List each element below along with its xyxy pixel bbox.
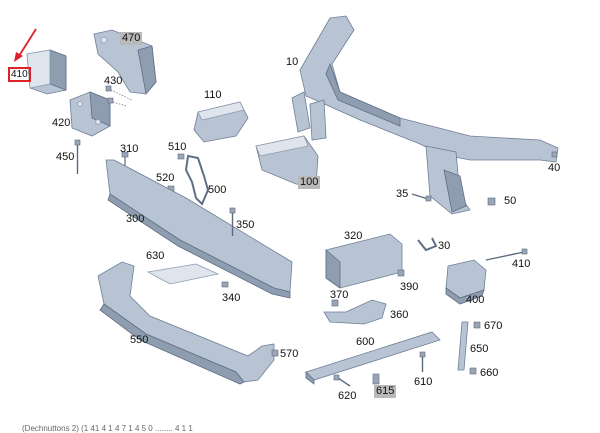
part-650-strap xyxy=(457,321,469,371)
callout-410: 410 xyxy=(8,67,31,82)
part-670-bolt xyxy=(473,321,481,329)
part-50-bolt xyxy=(487,197,496,206)
part-360-trim xyxy=(323,299,387,325)
callout-35: 35 xyxy=(396,188,409,200)
callout-500: 500 xyxy=(208,184,227,196)
part-420-bracket xyxy=(69,91,111,137)
part-570-bolt xyxy=(271,349,279,357)
part-410-guide xyxy=(26,49,67,95)
part-510-clip xyxy=(177,153,185,160)
part-610-bolt xyxy=(419,351,426,372)
callout-430: 430 xyxy=(104,75,123,87)
callout-550: 550 xyxy=(130,334,149,346)
callout-600: 600 xyxy=(356,336,375,348)
callout-615: 615 xyxy=(374,385,397,398)
part-500-wire-bracket xyxy=(184,154,210,206)
callout-40: 40 xyxy=(548,162,561,174)
footer-caption: (Dechnuttons 2) (1 41 4 1 4 7 1 4 5 0 ..… xyxy=(22,424,193,433)
part-600-lower-rail xyxy=(305,331,441,385)
callout-390: 390 xyxy=(400,281,419,293)
part-630-foam-strip xyxy=(146,263,220,285)
callout-300: 300 xyxy=(126,213,145,225)
callout-320: 320 xyxy=(344,230,363,242)
callout-450: 450 xyxy=(56,151,75,163)
part-615-clip xyxy=(372,373,380,385)
part-10-front-carrier xyxy=(291,15,559,215)
callout-650: 650 xyxy=(470,343,489,355)
part-550-lower-crossmember xyxy=(97,261,275,385)
callout-370: 370 xyxy=(330,289,349,301)
callout-630: 630 xyxy=(146,250,165,262)
part-390-bolt xyxy=(397,269,405,277)
part-40-bolt xyxy=(551,151,558,158)
callout-660: 660 xyxy=(480,367,499,379)
callout-400: 400 xyxy=(466,294,485,306)
callout-420: 420 xyxy=(52,117,71,129)
callout-510: 510 xyxy=(168,141,187,153)
callout-50: 50 xyxy=(504,195,517,207)
part-410-screw xyxy=(485,248,528,261)
part-300-bumper-beam xyxy=(105,159,293,299)
part-110-duct xyxy=(193,101,249,143)
callout-520: 520 xyxy=(156,172,175,184)
callout-570: 570 xyxy=(280,348,299,360)
part-660-bolt xyxy=(469,367,477,375)
callout-350: 350 xyxy=(236,219,255,231)
part-470-bracket xyxy=(93,29,157,95)
part-370-bolt xyxy=(331,299,339,307)
callout-110: 110 xyxy=(204,89,222,101)
part-35-bolt xyxy=(411,193,432,202)
callout-620: 620 xyxy=(338,390,357,402)
callout-10: 10 xyxy=(286,56,299,68)
part-310-clip xyxy=(121,151,129,166)
callout-100: 100 xyxy=(298,176,321,189)
part-350-bolt xyxy=(229,207,236,236)
highlight-arrow xyxy=(14,28,37,62)
callout-310: 310 xyxy=(120,143,139,155)
callout-360: 360 xyxy=(390,309,409,321)
part-620-bolt xyxy=(333,374,351,387)
part-400-bracket xyxy=(445,259,487,305)
part-450-bolt xyxy=(74,139,81,174)
part-430-screws xyxy=(105,85,133,107)
callout-30: 30 xyxy=(438,240,451,252)
part-30-clip xyxy=(417,237,438,252)
callout-610: 610 xyxy=(414,376,433,388)
callout-470: 470 xyxy=(120,32,143,45)
callout-410: 410 xyxy=(512,258,531,270)
callout-340: 340 xyxy=(222,292,241,304)
part-340-bolt xyxy=(221,281,229,288)
part-320-bracket xyxy=(325,233,403,289)
callout-670: 670 xyxy=(484,320,503,332)
